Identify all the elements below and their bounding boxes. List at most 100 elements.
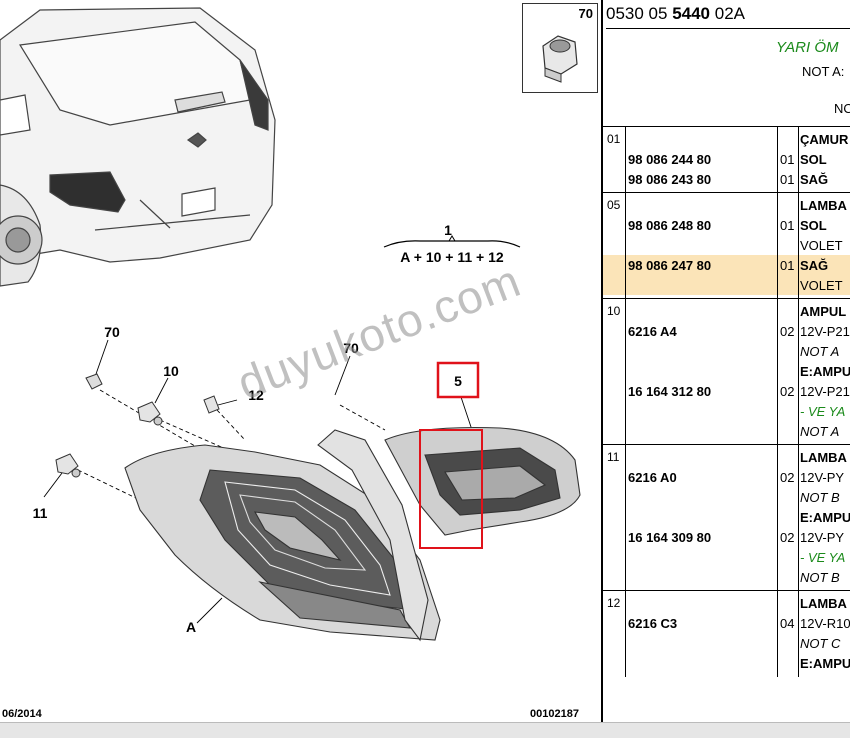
table-row[interactable]: 98 086 247 80 01 SAĞ [603,254,850,274]
table-row[interactable]: 6216 A4 02 12V-P21 [603,320,850,340]
callout-12: 12 [248,387,264,403]
assembly-formula: A + 10 + 11 + 12 [400,249,504,265]
table-row: LAMBA [603,592,850,612]
callout-labels: 70 10 12 11 70 5 A [33,324,483,635]
description: E:AMPU [800,510,850,525]
description: 12V-P21 [800,324,850,339]
callout-5-highlight-box [436,361,480,399]
table-row: E:AMPU [603,652,850,672]
callout-a: A [186,619,196,635]
description: 12V-P21 [800,384,850,399]
callout-10: 10 [163,363,179,379]
quantity: 01 [780,152,795,167]
group-position: 10 [607,304,621,318]
header-note-2: NO [834,101,850,116]
callout-5: 5 [454,373,462,389]
description: AMPUL [800,304,847,319]
part-number[interactable]: 16 164 312 80 [628,384,712,399]
description: NOT A [800,344,840,359]
part-number[interactable]: 6216 C3 [628,616,678,631]
assembly-number: 1 [444,222,452,238]
nut-70-fastener [85,373,103,390]
description: E:AMPU [800,656,850,671]
part-5-highlight-box [419,429,483,549]
nut-icon [542,35,578,83]
quantity: 02 [780,530,795,545]
selected-row-highlight [603,255,850,295]
callout-70-mid: 70 [343,340,359,356]
quantity: 04 [780,616,795,631]
description: VOLET [800,278,843,293]
description: SAĞ [800,258,829,273]
table-row[interactable]: 98 086 243 80 01 SAĞ [603,168,850,188]
part-number[interactable]: 16 164 309 80 [628,530,712,545]
table-row: NOT C [603,632,850,652]
table-row: NOT B [603,486,850,506]
table-row: NOT B [603,566,850,586]
drawing-number: 00102187 [530,708,579,720]
description: SOL [800,218,827,233]
table-row: VOLET [603,234,850,254]
car-rear-illustration [0,7,276,287]
part-number[interactable]: 98 086 243 80 [628,172,712,187]
category-title: YARI ÖM [776,39,839,56]
quantity: 01 [780,172,795,187]
table-row[interactable]: 16 164 312 80 02 12V-P21 [603,380,850,400]
part-number[interactable]: 98 086 248 80 [628,218,712,233]
parts-header: 0530 05 5440 02A YARI ÖM NOT A: NO [606,0,850,126]
description: SAĞ [800,172,829,187]
table-row: NOT A [603,340,850,360]
description: LAMBA [800,596,847,611]
quantity: 02 [780,384,795,399]
assembly-bracket: 1 A + 10 + 11 + 12 [383,222,521,265]
gasket-strip [317,429,429,642]
description: NOT B [800,570,840,585]
part-number[interactable]: 98 086 247 80 [628,258,712,273]
description: 12V-R10 [800,616,850,631]
part-number[interactable]: 6216 A4 [628,324,677,339]
description: ÇAMUR [800,132,849,147]
exploded-parts-diagram: 1 A + 10 + 11 + 12 [0,7,581,642]
panel-divider [601,0,603,737]
part-number[interactable]: 6216 A0 [628,470,677,485]
table-row[interactable]: 6216 C3 04 12V-R10 [603,612,850,632]
table-row: AMPUL [603,300,850,320]
bulb-11-fastener [55,453,81,478]
fastener-thumbnail[interactable]: 70 [522,3,598,93]
table-row[interactable]: 98 086 248 80 01 SOL [603,214,850,234]
quantity: 01 [780,218,795,233]
table-row: LAMBA [603,194,850,214]
part-number[interactable]: 98 086 244 80 [628,152,712,167]
description: NOT B [800,490,840,505]
quantity: 02 [780,324,795,339]
thumbnail-number: 70 [578,6,593,21]
fasteners [55,373,220,478]
table-row: NOT A [603,420,850,440]
description: VOLET [800,238,843,253]
tail-lamp-inner-part-5 [384,426,581,536]
bulb-12-fastener [203,395,220,414]
bottom-scrollbar[interactable] [0,722,850,738]
table-row: - VE YA [603,400,850,420]
bulb-10-fastener [137,401,163,426]
table-row: - VE YA [603,546,850,566]
page-reference: 0530 05 5440 02A [606,4,745,23]
description: NOT A [800,424,840,439]
description: NOT C [800,636,841,651]
table-row: LAMBA [603,446,850,466]
quantity: 01 [780,258,795,273]
description: LAMBA [800,198,847,213]
group-position: 11 [607,450,620,464]
callout-11: 11 [33,505,48,521]
diagram-date: 06/2014 [2,708,42,720]
leader-lines [43,339,473,624]
